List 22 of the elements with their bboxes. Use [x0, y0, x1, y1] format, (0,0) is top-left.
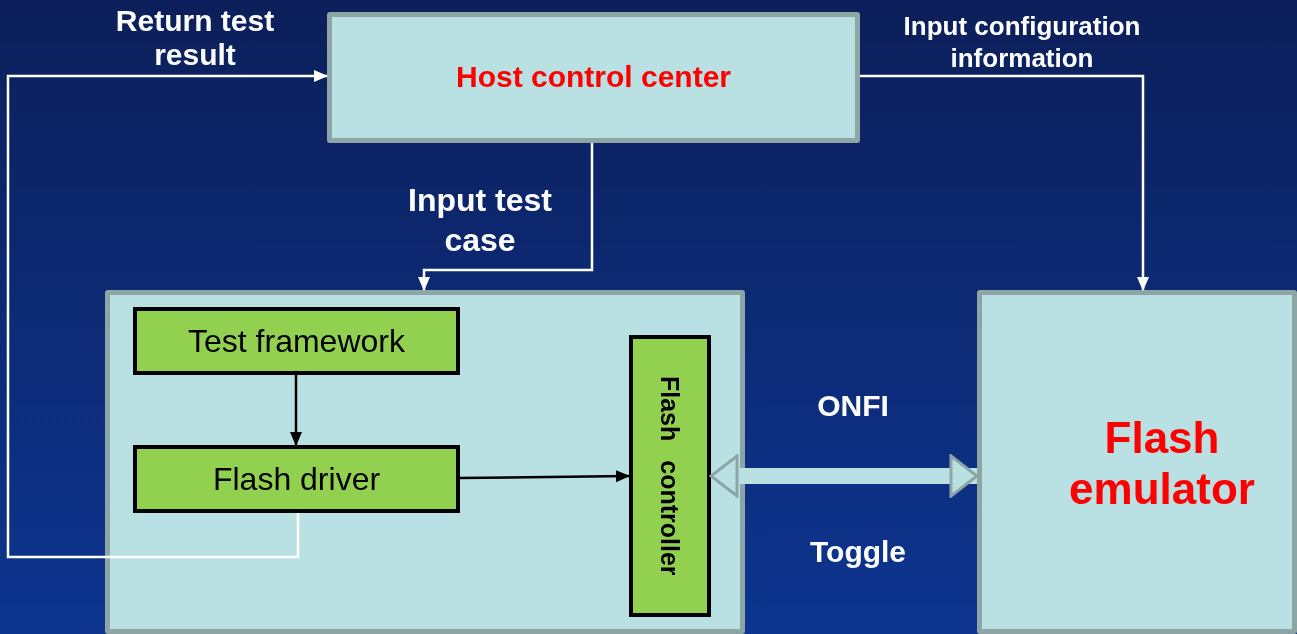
- container-box: [105, 290, 745, 634]
- edge-label: Input test case: [407, 181, 553, 260]
- process-box: [327, 12, 860, 143]
- process-box: [133, 445, 460, 513]
- node-label: Host control center: [455, 60, 731, 95]
- node-label: Test framework: [188, 322, 405, 360]
- arrow: [860, 74, 1149, 291]
- edge-label: Return test result: [114, 4, 276, 72]
- node-label: Flash driver: [212, 460, 381, 498]
- double-arrow: [709, 454, 979, 498]
- arrow: [460, 470, 630, 483]
- arrow: [6, 70, 328, 559]
- process-box: [977, 290, 1297, 634]
- node-label: Flash controller: [655, 376, 685, 576]
- process-box: [133, 307, 460, 375]
- edge-label: ONFI: [816, 388, 890, 424]
- edge-label: Input configuration information: [902, 10, 1142, 74]
- node-label: Flash emulator: [1068, 413, 1256, 515]
- process-box: [629, 335, 711, 617]
- arrow: [290, 375, 302, 446]
- arrow: [418, 143, 594, 291]
- interface-label: Toggle: [808, 534, 908, 570]
